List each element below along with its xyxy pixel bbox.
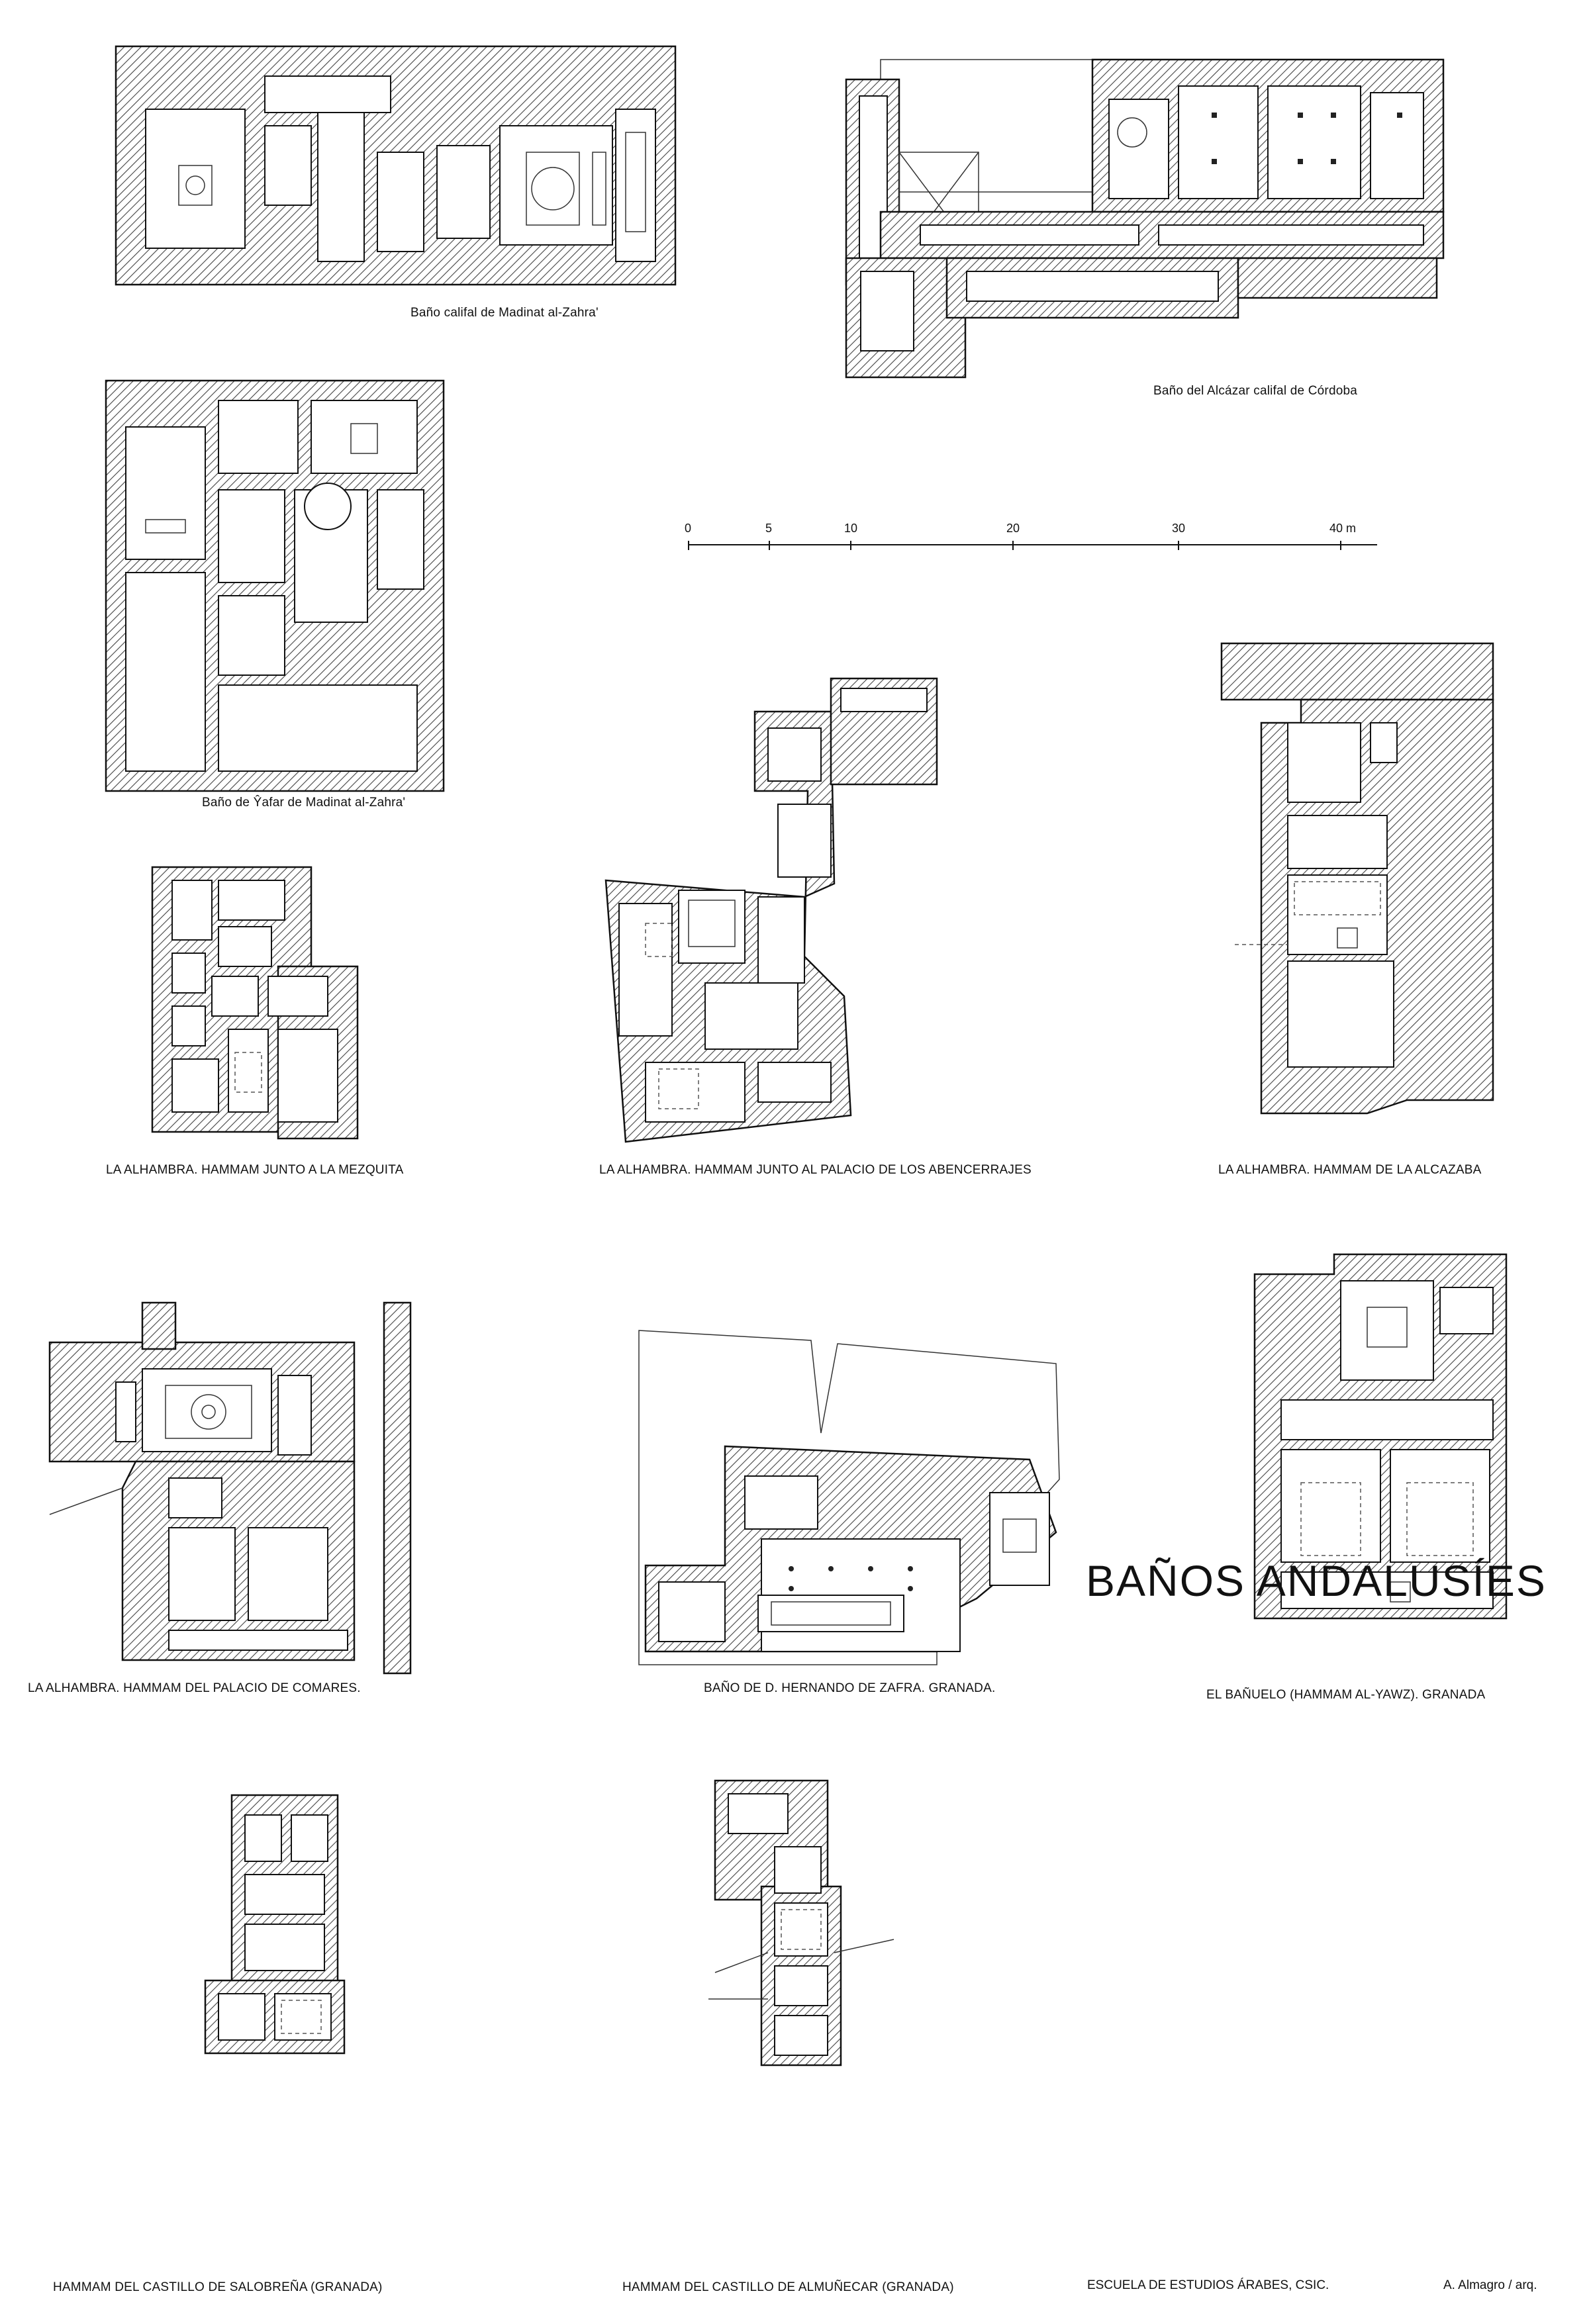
plan-hammam-mezquita <box>151 866 359 1140</box>
institution-label: ESCUELA DE ESTUDIOS ÁRABES, CSIC. <box>1087 2278 1329 2292</box>
caption-hammam-mezquita: LA ALHAMBRA. HAMMAM JUNTO A LA MEZQUITA <box>106 1163 404 1177</box>
plan-hammam-comares <box>48 1301 412 1675</box>
caption-hammam-alcazaba: LA ALHAMBRA. HAMMAM DE LA ALCAZABA <box>1218 1163 1482 1177</box>
caption-hammam-almunecar: HAMMAM DEL CASTILLO DE ALMUÑECAR (GRANAD… <box>622 2280 954 2294</box>
plan-bano-hernando-zafra <box>638 1330 1060 1665</box>
plan-madinat-al-zahra-califal <box>115 45 677 286</box>
caption-hammam-comares: LA ALHAMBRA. HAMMAM DEL PALACIO DE COMAR… <box>28 1681 361 1695</box>
plan-el-banuelo <box>1253 1253 1508 1620</box>
plan-hammam-abencerrajes <box>604 677 938 1143</box>
scale-tick-40m: 40 m <box>1329 522 1357 535</box>
scale-tick-10: 10 <box>844 522 858 535</box>
scale-tick-5: 5 <box>765 522 773 535</box>
page-title: BAÑOS ANDALUSÍES <box>1086 1556 1547 1605</box>
caption-el-banuelo: EL BAÑUELO (HAMMAM AL-YAWZ). GRANADA <box>1206 1688 1486 1702</box>
scale-tick-30: 30 <box>1172 522 1186 535</box>
caption-hammam-abencerrajes: LA ALHAMBRA. HAMMAM JUNTO AL PALACIO DE … <box>599 1163 1032 1177</box>
plan-yafar-madinat-al-zahra <box>105 379 445 792</box>
scale-bar <box>688 541 1377 550</box>
plan-hammam-almunecar <box>708 1779 894 2067</box>
caption-hammam-salobrena: HAMMAM DEL CASTILLO DE SALOBREÑA (GRANAD… <box>53 2280 383 2294</box>
plan-hammam-salobrena <box>204 1794 346 2055</box>
scale-tick-20: 20 <box>1006 522 1020 535</box>
caption-yafar-madinat-al-zahra: Baño de Ŷafar de Madinat al-Zahra' <box>202 796 406 810</box>
caption-bano-hernando-zafra: BAÑO DE D. HERNANDO DE ZAFRA. GRANADA. <box>704 1681 996 1695</box>
caption-madinat-al-zahra-califal: Baño califal de Madinat al-Zahra' <box>410 306 599 320</box>
plan-hammam-alcazaba <box>1220 642 1494 1115</box>
author-label: A. Almagro / arq. <box>1443 2278 1537 2292</box>
plan-alcazar-cordoba <box>845 58 1445 379</box>
scale-tick-0: 0 <box>685 522 692 535</box>
caption-alcazar-cordoba: Baño del Alcázar califal de Córdoba <box>1153 384 1358 398</box>
